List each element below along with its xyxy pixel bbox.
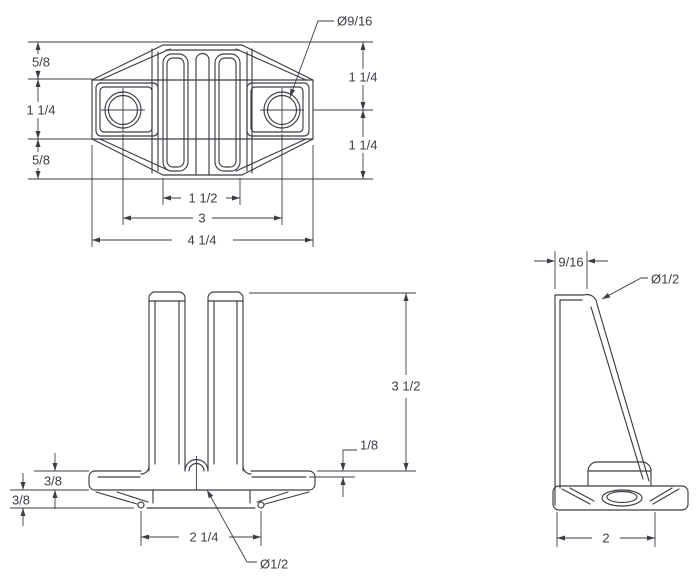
side-view-part (552, 293, 689, 511)
top-view-part (91, 44, 314, 176)
dim-side-top: 9/16 (558, 255, 583, 270)
dim-front-taper: 3/8 (12, 493, 30, 508)
dim-front-step: 1/8 (360, 438, 378, 453)
foot-right (257, 501, 265, 509)
side-view-dimensions: 9/16 Ø1/2 2 (534, 251, 682, 548)
dim-top-bottom-1: 1 1/2 (189, 191, 218, 206)
top-view: 5/8 1 1/4 5/8 1 1/4 1 1/4 1 1/2 3 4 1/4 (24, 11, 380, 250)
dim-top-bottom-2: 3 (198, 211, 205, 226)
side-view: 9/16 Ø1/2 2 (534, 251, 689, 548)
leader-corner-diameter (601, 277, 648, 300)
dim-top-left-3: 5/8 (32, 153, 50, 168)
dim-slot-diameter: Ø1/2 (260, 557, 288, 572)
leader-slot-diameter (206, 489, 257, 563)
dim-top-right-1: 1 1/4 (349, 70, 378, 85)
dim-front-width: 2 1/4 (190, 530, 219, 545)
dim-top-left-2: 1 1/4 (27, 103, 56, 118)
dim-side-base: 2 (602, 531, 609, 546)
dim-top-right-2: 1 1/4 (349, 138, 378, 153)
leader-hole-diameter (289, 20, 334, 98)
front-view-part (88, 291, 316, 509)
base-hole-inner (606, 490, 638, 504)
dim-corner-diameter: Ø1/2 (651, 272, 679, 287)
dim-top-left-1: 5/8 (32, 55, 50, 70)
dim-front-flange: 3/8 (44, 474, 62, 489)
front-view: 3 1/2 1/8 3/8 3/8 2 1/4 (9, 291, 423, 574)
front-view-dimensions: 3 1/2 1/8 3/8 3/8 2 1/4 (9, 292, 423, 574)
dim-top-bottom-3: 4 1/4 (188, 233, 217, 248)
dim-front-height: 3 1/2 (392, 379, 421, 394)
base-hole-outer (601, 489, 643, 507)
top-view-dimensions: 5/8 1 1/4 5/8 1 1/4 1 1/4 1 1/2 3 4 1/4 (24, 11, 380, 250)
foot-left (137, 501, 145, 509)
dim-hole-diameter: Ø9/16 (337, 14, 372, 29)
